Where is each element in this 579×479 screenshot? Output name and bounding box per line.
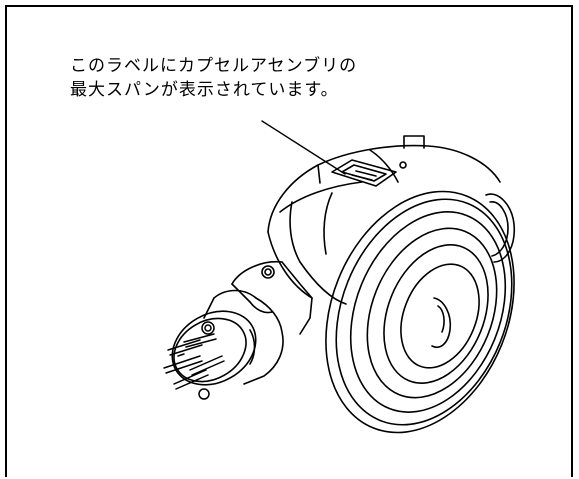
caption: このラベルにカプセルアセンブリの 最大スパンが表示されています。 bbox=[70, 54, 357, 102]
diaphragm-face bbox=[325, 190, 515, 434]
figure-frame bbox=[5, 5, 573, 477]
connector-pins bbox=[163, 321, 225, 400]
span-label bbox=[331, 159, 397, 187]
caption-line-1: このラベルにカプセルアセンブリの bbox=[70, 56, 358, 76]
neck bbox=[231, 260, 313, 335]
leader-line bbox=[261, 120, 346, 175]
housing-body bbox=[267, 135, 501, 305]
caption-line-2: 最大スパンが表示されています。 bbox=[70, 80, 339, 100]
side-cap bbox=[485, 193, 516, 263]
